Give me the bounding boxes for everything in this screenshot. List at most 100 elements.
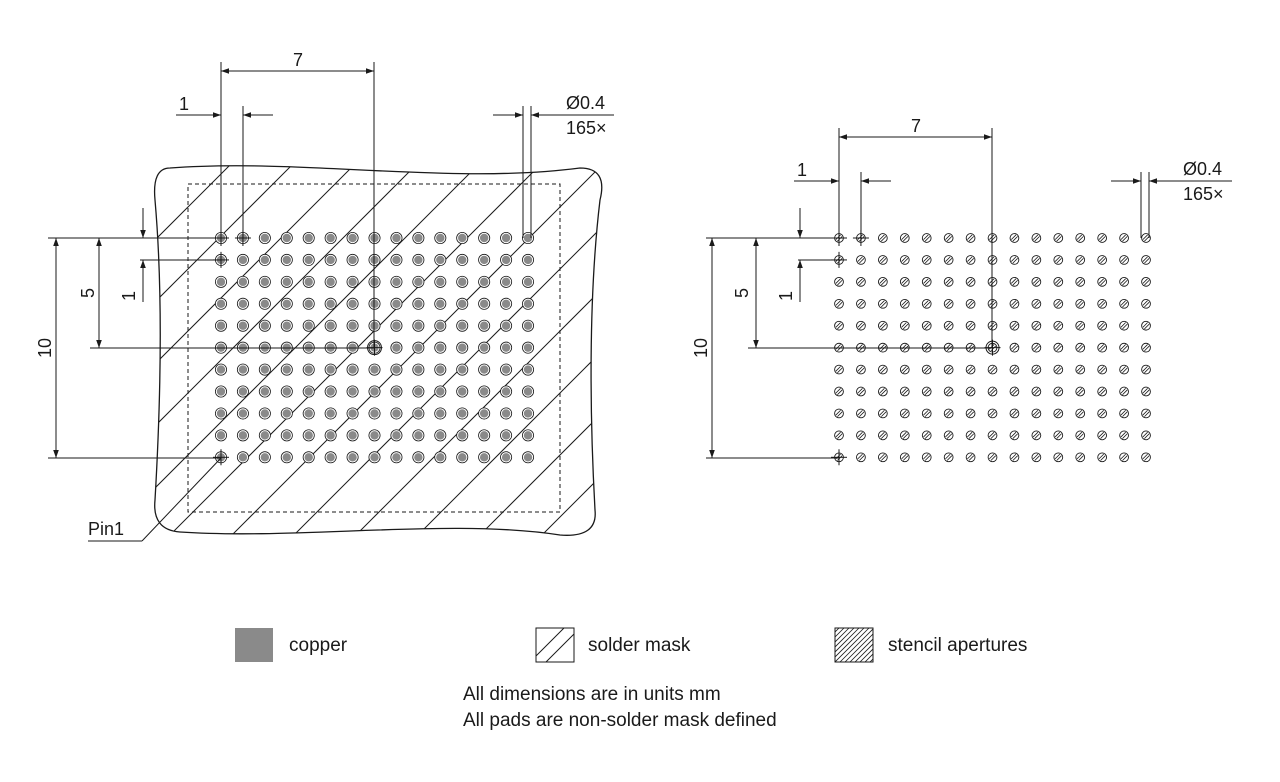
copper-pad — [500, 341, 513, 354]
copper-pad — [280, 319, 293, 332]
solder-mask-outline — [153, 165, 603, 536]
copper-pad — [346, 385, 359, 398]
copper-pad — [368, 363, 381, 376]
stencil-aperture — [1031, 255, 1042, 265]
stencil-aperture — [1119, 298, 1129, 309]
copper-pad — [258, 429, 271, 442]
stencil-aperture — [1009, 233, 1020, 243]
copper-pad — [522, 451, 535, 464]
stencil-aperture — [921, 320, 932, 331]
stencil-aperture — [856, 298, 866, 309]
stencil-aperture — [856, 320, 866, 331]
stencil-aperture — [1053, 386, 1064, 397]
stencil-aperture — [899, 452, 910, 463]
copper-pad — [280, 231, 293, 244]
copper-pad — [280, 363, 293, 376]
stencil-aperture — [899, 364, 910, 375]
stencil-aperture — [878, 452, 888, 463]
stencil-aperture — [856, 452, 866, 463]
copper-pad — [412, 451, 425, 464]
copper-pad — [390, 385, 403, 398]
stencil-aperture — [1097, 233, 1108, 243]
copper-pad — [346, 451, 359, 464]
solder-mask-hatch-line — [159, 165, 561, 536]
dim-diameter-label: Ø0.4 — [566, 93, 605, 113]
copper-pad — [456, 319, 469, 332]
stencil-aperture — [943, 255, 954, 265]
stencil-aperture — [943, 298, 954, 309]
stencil-aperture — [1031, 298, 1042, 309]
dim-7-label: 7 — [293, 50, 303, 70]
copper-pad — [478, 275, 491, 288]
stencil-aperture — [899, 255, 910, 265]
stencil-aperture — [1075, 255, 1086, 265]
stencil-aperture — [1141, 233, 1151, 243]
stencil-aperture — [878, 277, 888, 287]
copper-pad — [258, 407, 271, 420]
copper-pad-grid — [213, 230, 535, 466]
copper-pad — [280, 297, 293, 310]
stencil-swatch-hatch-line — [795, 628, 829, 662]
stencil-aperture — [1009, 364, 1020, 375]
stencil-aperture — [965, 298, 976, 309]
copper-pad — [302, 275, 315, 288]
copper-pad — [346, 429, 359, 442]
stencil-aperture — [921, 386, 932, 397]
stencil-aperture — [1119, 386, 1129, 397]
stencil-swatch-hatch-line — [835, 628, 840, 633]
stencil-aperture — [899, 233, 910, 243]
copper-pad — [434, 275, 447, 288]
stencil-aperture — [1119, 364, 1129, 375]
stencil-aperture — [1097, 364, 1108, 375]
stencil-aperture — [1053, 430, 1064, 441]
copper-pad — [412, 341, 425, 354]
stencil-aperture — [1053, 277, 1064, 287]
dimension-pad-diameter — [493, 106, 614, 238]
stencil-aperture — [1097, 277, 1108, 287]
stencil-aperture — [943, 233, 954, 243]
stencil-aperture — [899, 408, 910, 419]
dim-1-vertical-label: 1 — [119, 291, 139, 301]
copper-pad — [500, 319, 513, 332]
copper-pad — [390, 275, 403, 288]
stencil-aperture — [1097, 298, 1108, 309]
copper-pad — [390, 231, 403, 244]
stencil-aperture — [1031, 452, 1042, 463]
copper-pad — [258, 319, 271, 332]
stencil-aperture — [1141, 277, 1151, 287]
copper-pad — [368, 319, 381, 332]
copper-pad — [214, 407, 227, 420]
copper-pad — [434, 253, 447, 266]
copper-pad — [346, 407, 359, 420]
copper-pad — [500, 231, 513, 244]
copper-pad — [412, 275, 425, 288]
copper-pad — [258, 451, 271, 464]
stencil-aperture — [1119, 430, 1129, 441]
legend-stencil-label: stencil apertures — [888, 635, 1027, 656]
copper-pad — [302, 319, 315, 332]
stencil-aperture — [1141, 320, 1151, 331]
stencil-aperture — [965, 320, 976, 331]
copper-pad — [478, 231, 491, 244]
stencil-aperture — [834, 364, 844, 375]
copper-pad — [456, 429, 469, 442]
dim-5-right-label: 5 — [732, 288, 752, 298]
stencil-aperture — [1097, 430, 1108, 441]
dimension-5-right — [748, 237, 992, 349]
stencil-aperture — [987, 408, 998, 419]
stencil-aperture — [1009, 298, 1020, 309]
copper-pad — [500, 429, 513, 442]
stencil-aperture — [987, 386, 998, 397]
copper-pad — [522, 341, 535, 354]
stencil-swatch — [795, 627, 874, 663]
copper-pad — [522, 407, 535, 420]
copper-pad — [368, 385, 381, 398]
pad-reference-marker — [213, 449, 229, 466]
solder-mask-hatch-line — [154, 165, 437, 536]
copper-pad — [236, 407, 249, 420]
copper-pad — [412, 319, 425, 332]
copper-pad — [302, 407, 315, 420]
dim-7-right-label: 7 — [911, 116, 921, 136]
stencil-aperture — [899, 320, 910, 331]
